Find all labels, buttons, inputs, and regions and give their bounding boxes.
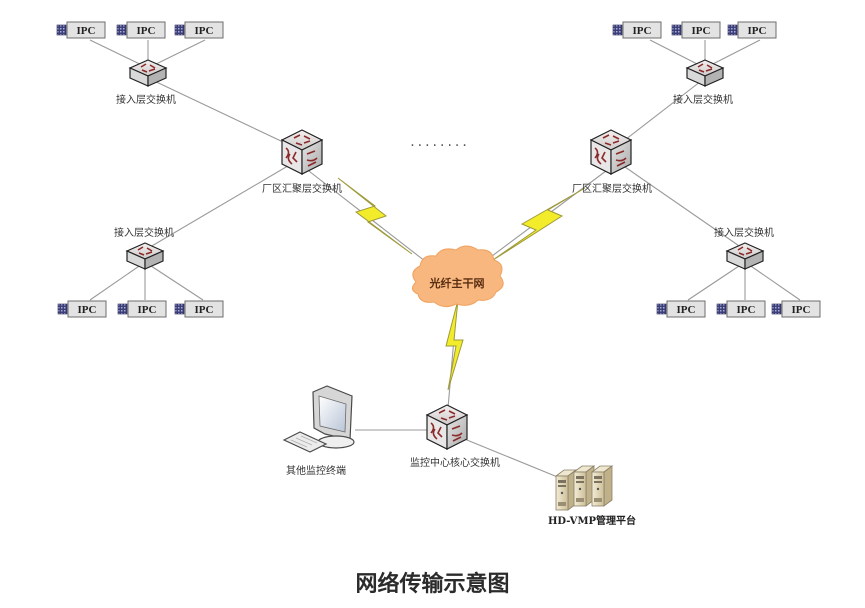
ipc-camera[interactable]: IPC [671,21,721,39]
ipc-camera[interactable]: IPC [174,300,224,318]
svg-text:IPC: IPC [677,304,696,316]
aggregation-switch-left-label: 厂区汇聚层交换机 [262,182,342,195]
svg-text:IPC: IPC [692,25,711,37]
svg-text:IPC: IPC [78,304,97,316]
more-nodes-ellipsis: ........ [410,134,470,150]
lightning-link-left [337,177,413,255]
lightning-link-right [489,187,586,263]
ipc-camera[interactable]: IPC [656,300,706,318]
lightning-link-bottom [445,299,464,391]
ipc-camera[interactable]: IPC [727,21,777,39]
server-icon [555,469,577,511]
access-switch-icon[interactable] [129,59,167,87]
svg-text:IPC: IPC [138,304,157,316]
diagram-caption: 网络传输示意图 [355,572,510,597]
access-switch-label: 接入层交换机 [714,226,774,239]
svg-text:IPC: IPC [633,25,652,37]
ipc-camera[interactable]: IPC [716,300,766,318]
aggregation-switch-left[interactable] [281,129,323,175]
core-switch[interactable] [426,404,468,450]
cloud-icon [412,245,504,308]
svg-text:IPC: IPC [195,304,214,316]
network-diagram: IPC IPC IPC 接入层交换机 接入层交换机 IPC IPC IPC IP… [56,21,821,527]
access-switch-icon[interactable] [126,242,164,270]
server-icon [591,465,613,507]
access-switch-icon[interactable] [686,59,724,87]
ipc-group-top-right: IPC IPC IPC 接入层交换机 [612,21,777,106]
svg-text:IPC: IPC [195,25,214,37]
server-icon [573,465,595,507]
ipc-group-top-left: IPC IPC IPC 接入层交换机 [56,21,224,106]
svg-text:IPC: IPC [77,25,96,37]
svg-text:IPC: IPC [737,304,756,316]
ipc-camera[interactable]: IPC [57,300,107,318]
monitoring-terminal[interactable]: 其他监控终端 [282,385,355,477]
access-switch-label: 接入层交换机 [116,93,176,106]
aggregation-switch-right-label: 厂区汇聚层交换机 [572,182,652,195]
aggregation-switch-right[interactable] [590,129,632,175]
ipc-group-bottom-right: 接入层交换机 IPC IPC IPC [656,226,821,318]
ipc-camera[interactable]: IPC [612,21,662,39]
ipc-camera[interactable]: IPC [117,300,167,318]
ipc-camera[interactable]: IPC [116,21,166,39]
ipc-camera[interactable]: IPC [174,21,224,39]
svg-text:IPC: IPC [748,25,767,37]
svg-text:IPC: IPC [792,304,811,316]
ipc-group-bottom-left: 接入层交换机 IPC IPC IPC [57,226,224,318]
hd-vmp-platform[interactable]: HD-VMP管理平台 [548,465,636,527]
backbone-label: 光纤主干网 [429,276,485,290]
computer-icon [282,385,355,453]
access-switch-label: 接入层交换机 [673,93,733,106]
terminal-label: 其他监控终端 [286,464,346,477]
access-switch-label: 接入层交换机 [114,226,174,239]
ipc-camera[interactable]: IPC [56,21,106,39]
platform-label: HD-VMP管理平台 [548,514,636,527]
core-switch-label: 监控中心核心交换机 [410,456,500,469]
fiber-backbone-cloud[interactable]: 光纤主干网 [412,245,504,308]
ipc-camera[interactable]: IPC [771,300,821,318]
access-switch-icon[interactable] [726,242,764,270]
svg-text:IPC: IPC [137,25,156,37]
